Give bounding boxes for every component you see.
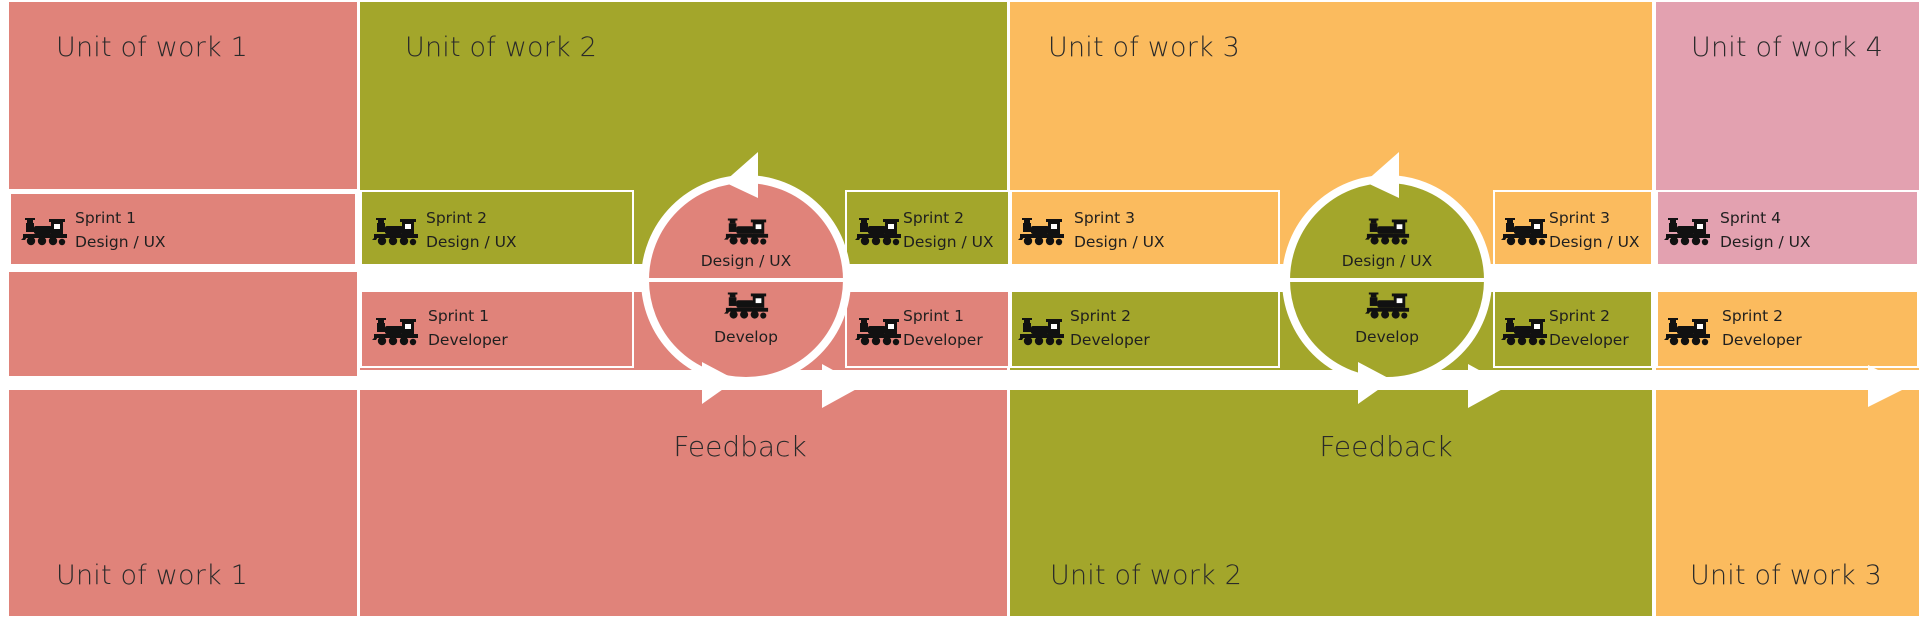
sprint-box: Sprint 2 Developer xyxy=(1010,290,1280,368)
sprint-name: Sprint 2 xyxy=(903,209,965,227)
sprint-box: Sprint 1 Developer xyxy=(845,290,1010,368)
sprint-box: Sprint 3 Design / UX xyxy=(1493,190,1653,266)
unit-1-lower-block xyxy=(9,272,357,376)
sprint-role: Design / UX xyxy=(903,233,994,251)
sprint-name: Sprint 2 xyxy=(1070,307,1132,325)
top-unit-2-title: Unit of work 2 xyxy=(405,32,598,63)
sprint-role: Developer xyxy=(1722,331,1802,349)
bottom-unit-2-title: Unit of work 2 xyxy=(1050,560,1243,591)
sprint-box: Sprint 2 Developer xyxy=(1493,290,1653,368)
timeline-bar xyxy=(9,383,1879,389)
top-unit-1-title: Unit of work 1 xyxy=(56,32,249,63)
sprint-role: Design / UX xyxy=(1074,233,1165,251)
sprint-name: Sprint 3 xyxy=(1074,209,1136,227)
sprint-role: Design / UX xyxy=(75,233,166,251)
feedback-caption: Feedback xyxy=(673,430,807,463)
top-unit-4-title: Unit of work 4 xyxy=(1691,32,1884,63)
sprint-name: Sprint 1 xyxy=(903,307,965,325)
cycle-arrow-bottom xyxy=(702,362,736,404)
sprint-name: Sprint 2 xyxy=(1549,307,1611,325)
cycle-arrow-top xyxy=(1365,152,1399,198)
timeline-chevron xyxy=(822,364,862,408)
cycle-arrow-top xyxy=(724,152,758,198)
sprint-role: Developer xyxy=(903,331,983,349)
bottom-unit-3-block xyxy=(1656,390,1919,616)
sprint-role: Design / UX xyxy=(1720,233,1811,251)
sprint-box: Sprint 2 Design / UX xyxy=(845,190,1010,266)
sprint-box: Sprint 3 Design / UX xyxy=(1010,190,1280,266)
sprint-name: Sprint 4 xyxy=(1720,209,1782,227)
sprint-box: Sprint 1 Design / UX xyxy=(9,192,357,266)
bottom-unit-1-title: Unit of work 1 xyxy=(56,560,249,591)
feedback-cycle xyxy=(1282,152,1492,404)
cycle-design-label: Design / UX xyxy=(1341,252,1433,270)
timeline-chevron xyxy=(1468,364,1508,408)
cycle-arrow-bottom xyxy=(1358,362,1392,404)
cycle-develop-label: Develop xyxy=(1355,328,1419,346)
sprint-box: Sprint 2 Design / UX xyxy=(360,190,634,266)
bottom-unit-1-block xyxy=(9,390,357,616)
top-unit-3-title: Unit of work 3 xyxy=(1048,32,1241,63)
sprint-name: Sprint 2 xyxy=(426,209,488,227)
bottom-unit-2-region-a xyxy=(360,390,1007,616)
sprint-name: Sprint 2 xyxy=(1722,307,1784,325)
sprint-role: Developer xyxy=(1549,331,1629,349)
sprint-box: Sprint 1 Developer xyxy=(360,290,634,368)
feedback-caption: Feedback xyxy=(1319,430,1453,463)
sprint-name: Sprint 1 xyxy=(75,209,137,227)
cycle-develop-label: Develop xyxy=(714,328,778,346)
sprint-box: Sprint 2 Developer xyxy=(1656,290,1919,368)
bottom-unit-2-region-b xyxy=(1010,390,1652,616)
sprint-name: Sprint 1 xyxy=(428,307,490,325)
sprint-role: Developer xyxy=(1070,331,1150,349)
sprint-role: Design / UX xyxy=(1549,233,1640,251)
sprint-box: Sprint 4 Design / UX xyxy=(1656,190,1919,266)
timeline-arrowhead xyxy=(1868,365,1910,407)
feedback-cycle xyxy=(641,152,851,404)
sprint-role: Developer xyxy=(428,331,508,349)
top-unit-1-block xyxy=(9,2,357,189)
bottom-unit-3-title: Unit of work 3 xyxy=(1690,560,1883,591)
sprint-name: Sprint 3 xyxy=(1549,209,1611,227)
cycle-design-label: Design / UX xyxy=(700,252,792,270)
sprint-role: Design / UX xyxy=(426,233,517,251)
